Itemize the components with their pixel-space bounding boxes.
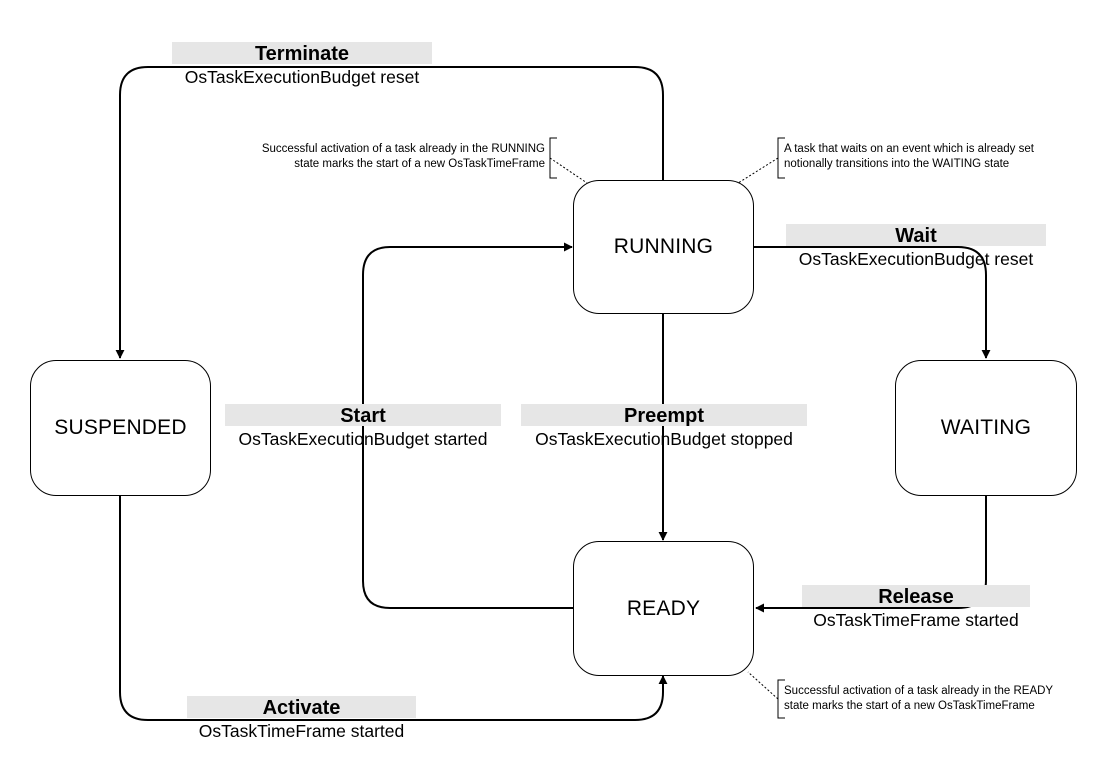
note-running-activation: Successful activation of a task already … bbox=[200, 142, 545, 172]
preempt-label: Preempt OsTaskExecutionBudget stopped bbox=[521, 404, 807, 450]
terminate-label: Terminate OsTaskExecutionBudget reset bbox=[172, 42, 432, 88]
terminate-action: OsTaskExecutionBudget reset bbox=[184, 67, 420, 87]
release-highlight bbox=[802, 585, 1030, 607]
preempt-name: Preempt bbox=[623, 405, 705, 427]
state-running-label: RUNNING bbox=[613, 235, 714, 258]
state-ready-label: READY bbox=[626, 596, 701, 620]
wait-highlight bbox=[786, 224, 1046, 246]
preempt-highlight bbox=[521, 404, 807, 426]
wait-arrow bbox=[754, 246, 991, 359]
terminate-arrow bbox=[115, 66, 664, 359]
activate-action: OsTaskTimeFrame started bbox=[198, 721, 405, 741]
ready-note-leader bbox=[747, 671, 779, 700]
activate-highlight bbox=[187, 696, 416, 718]
wait-name: Wait bbox=[895, 225, 937, 247]
note-ready-activation: Successful activation of a task already … bbox=[784, 684, 1104, 714]
state-suspended-label: SUSPENDED bbox=[54, 416, 187, 439]
activate-label: Activate OsTaskTimeFrame started bbox=[187, 696, 416, 742]
release-name: Release bbox=[878, 586, 954, 608]
release-action: OsTaskTimeFrame started bbox=[813, 610, 1019, 630]
preempt-action: OsTaskExecutionBudget stopped bbox=[535, 429, 793, 449]
note-wait-event-line2: notionally transitions into the WAITING … bbox=[784, 158, 1010, 170]
start-action: OsTaskExecutionBudget started bbox=[238, 429, 488, 449]
wait-action: OsTaskExecutionBudget reset bbox=[798, 249, 1034, 269]
start-arrow bbox=[362, 242, 574, 609]
terminate-name: Terminate bbox=[254, 43, 350, 65]
wait-label: Wait OsTaskExecutionBudget reset bbox=[786, 224, 1046, 270]
note-running-activation-line2: state marks the start of a new OsTaskTim… bbox=[294, 158, 545, 170]
note-ready-activation-line1: Successful activation of a task already … bbox=[784, 685, 1054, 697]
activate-name: Activate bbox=[262, 697, 341, 719]
state-waiting-label: WAITING bbox=[940, 416, 1032, 439]
state-suspended: SUSPENDED bbox=[30, 360, 211, 496]
activate-arrow bbox=[119, 496, 668, 721]
start-highlight bbox=[225, 404, 501, 426]
state-waiting: WAITING bbox=[895, 360, 1077, 496]
running-note-leader bbox=[549, 157, 591, 186]
note-wait-event-line1: A task that waits on an event which is a… bbox=[784, 143, 1034, 155]
release-label: Release OsTaskTimeFrame started bbox=[802, 585, 1030, 631]
note-wait-event: A task that waits on an event which is a… bbox=[784, 142, 1084, 172]
start-name: Start bbox=[340, 405, 386, 427]
note-running-activation-line1: Successful activation of a task already … bbox=[261, 143, 545, 155]
start-label: Start OsTaskExecutionBudget started bbox=[225, 404, 501, 450]
wait-note-leader bbox=[734, 157, 779, 186]
note-ready-activation-line2: state marks the start of a new OsTaskTim… bbox=[784, 700, 1035, 712]
state-ready: READY bbox=[573, 541, 754, 676]
state-running: RUNNING bbox=[573, 180, 754, 314]
running-note-bracket bbox=[549, 137, 557, 179]
terminate-highlight bbox=[172, 42, 432, 64]
